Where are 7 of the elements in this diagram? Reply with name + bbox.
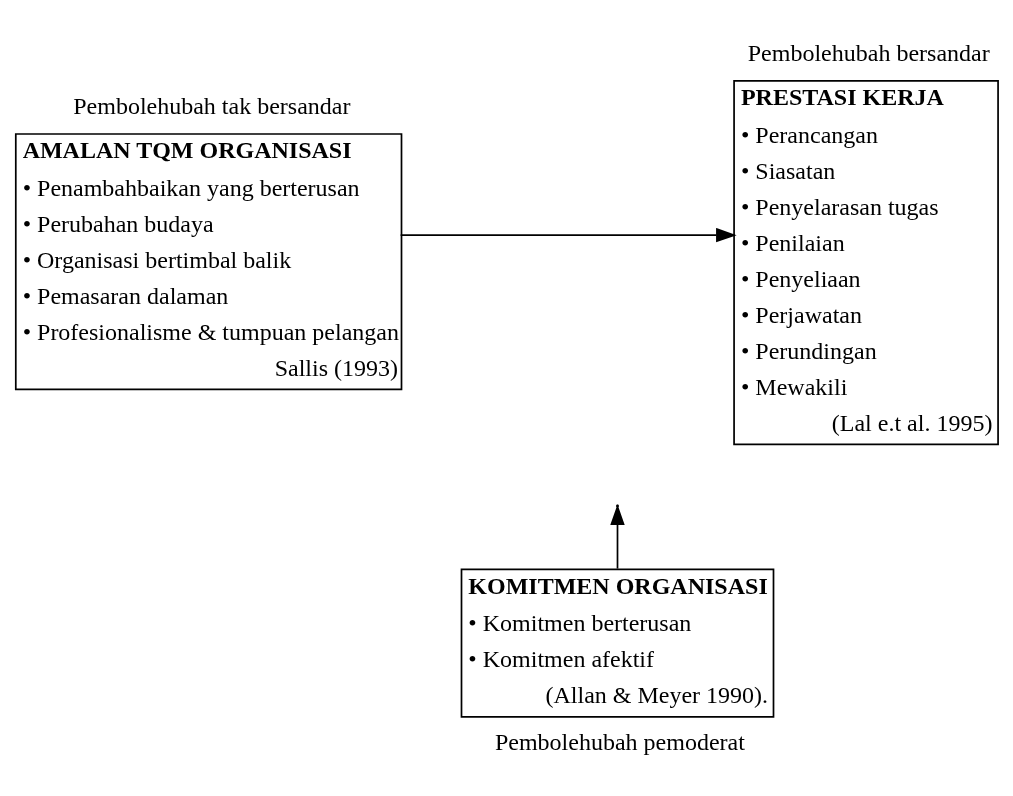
node-label: Pembolehubah pemoderat xyxy=(494,728,745,755)
node-label: Pembolehubah tak bersandar xyxy=(73,92,351,119)
node-box: AMALAN TQM ORGANISASI • Penambahbaikan yang berterusan • Perubahan budaya • Organisasi bertimbal balik • Pemasaran dalaman • Profesionalisme & tumpuan pelangan Sallis (1993) xyxy=(14,133,403,391)
arrow xyxy=(399,227,737,243)
node-box: KOMITMEN ORGANISASI • Komitmen berterusan • Komitmen afektif (Allan & Meyer 1990). xyxy=(460,568,775,718)
node-box: PRESTASI KERJA • Perancangan • Siasatan • Penyelarasan tugas • Penilaian • Penyeliaan • Perjawatan • Perundingan • Mewakili (Lal e.t al. 1995) xyxy=(733,80,999,446)
node-label: Pembolehubah bersandar xyxy=(747,39,990,66)
